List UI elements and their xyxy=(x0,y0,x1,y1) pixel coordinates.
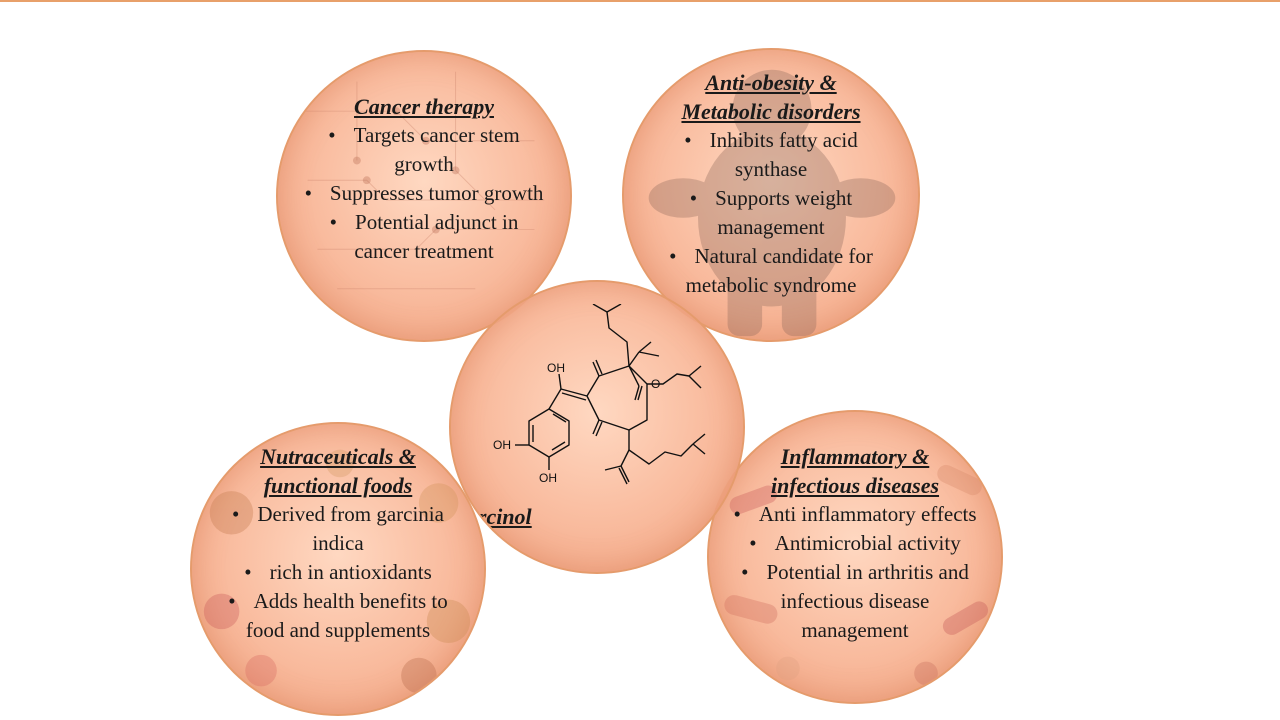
list-item: Antimicrobial activity xyxy=(731,529,979,558)
list-item: Targets cancer stem growth xyxy=(300,121,548,179)
cancer-therapy-circle: Cancer therapy Targets cancer stem growt… xyxy=(276,50,572,342)
nutraceuticals-circle: Nutraceuticals & functional foods Derive… xyxy=(190,422,486,716)
list-item: Suppresses tumor growth xyxy=(300,179,548,208)
hydroxyl-label-ring2: OH xyxy=(539,471,557,485)
cancer-therapy-list: Targets cancer stem growth Suppresses tu… xyxy=(278,121,570,266)
garcinol-structure-diagram: OH OH OH O xyxy=(493,304,706,485)
hydroxyl-label-ring1: OH xyxy=(493,438,511,452)
list-item: Supports weight management xyxy=(646,184,896,242)
hydroxyl-label-top: OH xyxy=(547,361,565,375)
nutraceuticals-list: Derived from garcinia indica rich in ant… xyxy=(192,500,484,645)
garcinol-title: Garcinol xyxy=(451,504,532,529)
nutraceuticals-title-line2: functional foods xyxy=(263,473,413,498)
list-item: Potential adjunct in cancer treatment xyxy=(300,208,548,266)
inflammatory-title-line2: infectious diseases xyxy=(770,473,940,498)
ether-oxygen-label: O xyxy=(651,377,660,391)
garcinol-center-circle: OH OH OH O Garcinol xyxy=(449,280,745,574)
list-item: Anti inflammatory effects xyxy=(731,500,979,529)
list-item: Adds health benefits to food and supplem… xyxy=(214,587,462,645)
inflammatory-list: Anti inflammatory effects Antimicrobial … xyxy=(709,500,1001,645)
list-item: Natural candidate for metabolic syndrome xyxy=(646,242,896,300)
anti-obesity-list: Inhibits fatty acid synthase Supports we… xyxy=(624,126,918,300)
list-item: Inhibits fatty acid synthase xyxy=(646,126,896,184)
list-item: rich in antioxidants xyxy=(214,558,462,587)
cancer-therapy-title: Cancer therapy xyxy=(354,94,494,119)
inflammatory-title-line1: Inflammatory & xyxy=(780,444,930,469)
list-item: Derived from garcinia indica xyxy=(214,500,462,558)
anti-obesity-title-line1: Anti-obesity & xyxy=(705,70,837,95)
top-rule xyxy=(0,0,1280,2)
nutraceuticals-title-line1: Nutraceuticals & xyxy=(260,444,416,469)
list-item: Potential in arthritis and infectious di… xyxy=(731,558,979,645)
inflammatory-circle: Inflammatory & infectious diseases Anti … xyxy=(707,410,1003,704)
anti-obesity-title-line2: Metabolic disorders xyxy=(681,99,861,124)
